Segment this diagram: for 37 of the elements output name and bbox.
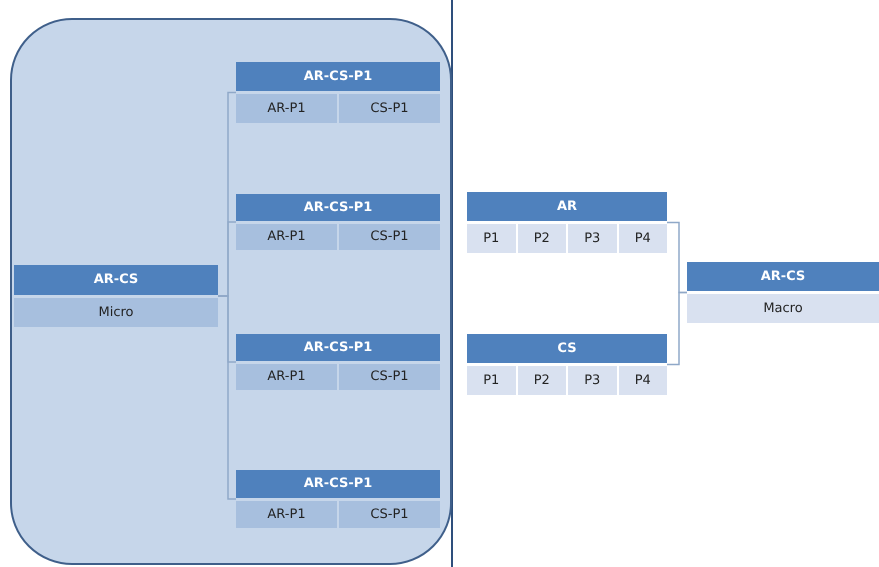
header-cell: AR xyxy=(467,192,667,221)
table-cell: CS-P1 xyxy=(339,94,440,123)
table-cell: CS-P1 xyxy=(339,224,440,250)
header-table xyxy=(687,262,879,323)
header-cell: AR-CS xyxy=(687,262,879,291)
header-cell: AR-CS-P1 xyxy=(236,62,440,91)
table-cell: P3 xyxy=(568,366,616,395)
table-cell: P1 xyxy=(467,224,516,253)
header-cell: AR-CS xyxy=(14,265,218,294)
table-cell: P1 xyxy=(467,366,516,395)
table-cell: P2 xyxy=(518,366,566,395)
header-table xyxy=(236,334,440,390)
bracket-connector xyxy=(218,295,236,500)
table-cell: Macro xyxy=(687,294,879,323)
header-cell: AR-CS-P1 xyxy=(236,470,440,498)
table-cell: P4 xyxy=(618,224,667,253)
table-cell: P2 xyxy=(518,224,566,253)
table-cell: Micro xyxy=(14,298,218,327)
table-cell: AR-P1 xyxy=(236,364,337,390)
header-table xyxy=(14,265,218,327)
table-cell: AR-P1 xyxy=(236,94,337,123)
header-table xyxy=(467,192,667,253)
table-cell: P4 xyxy=(618,366,667,395)
header-cell: AR-CS-P1 xyxy=(236,334,440,360)
header-table xyxy=(236,194,440,250)
table-cell: CS-P1 xyxy=(339,364,440,390)
table-cell: P3 xyxy=(568,224,616,253)
header-table xyxy=(236,62,440,123)
table-cell: AR-P1 xyxy=(236,500,337,528)
table-cell: CS-P1 xyxy=(339,500,440,528)
bracket-connector xyxy=(667,292,687,366)
header-table xyxy=(236,470,440,528)
rounded-panel xyxy=(10,18,452,565)
header-cell: CS xyxy=(467,334,667,363)
header-cell: AR-CS-P1 xyxy=(236,194,440,220)
table-cell: AR-P1 xyxy=(236,224,337,250)
header-table xyxy=(467,334,667,395)
